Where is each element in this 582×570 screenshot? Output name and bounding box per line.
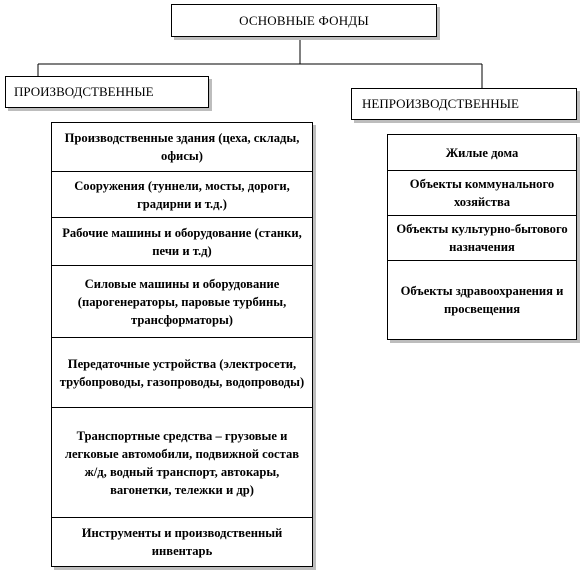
nonproduction-category-label: НЕПРОИЗВОДСТВЕННЫЕ <box>362 96 519 111</box>
nonproduction-items-list: Жилые дома Объекты коммунального хозяйст… <box>387 134 577 340</box>
production-category: ПРОИЗВОДСТВЕННЫЕ <box>5 76 209 108</box>
production-category-label: ПРОИЗВОДСТВЕННЫЕ <box>14 84 154 99</box>
root-node-label: ОСНОВНЫЕ ФОНДЫ <box>239 12 369 28</box>
nonproduction-item: Объекты здравоохранения и просвещения <box>388 261 576 339</box>
nonproduction-item-text: Объекты коммунального хозяйства <box>409 177 555 209</box>
production-item: Рабочие машины и оборудование (станки, п… <box>52 218 312 266</box>
production-item-text: Инструменты и производственный инвентарь <box>81 526 283 558</box>
production-item: Передаточные устройства (электросети, тр… <box>52 338 312 408</box>
nonproduction-item: Объекты коммунального хозяйства <box>388 171 576 216</box>
root-node: ОСНОВНЫЕ ФОНДЫ <box>171 4 437 37</box>
nonproduction-item-text: Жилые дома <box>445 145 519 160</box>
production-item: Силовые машины и оборудование (парогенер… <box>52 266 312 338</box>
production-items-list: Производственные здания (цеха, склады, о… <box>51 122 313 567</box>
production-item: Сооружения (туннели, мосты, дороги, град… <box>52 172 312 218</box>
production-item: Транспортные средства – грузовые и легко… <box>52 408 312 518</box>
production-item-text: Передаточные устройства (электросети, тр… <box>59 356 305 389</box>
production-item-text: Рабочие машины и оборудование (станки, п… <box>62 225 302 258</box>
nonproduction-item: Жилые дома <box>388 135 576 171</box>
nonproduction-item: Объекты культурно-бытового назначения <box>388 216 576 261</box>
production-item: Инструменты и производственный инвентарь <box>52 518 312 566</box>
production-item: Производственные здания (цеха, склады, о… <box>52 123 312 172</box>
production-item-text: Силовые машины и оборудование (парогенер… <box>77 276 287 327</box>
production-item-text: Сооружения (туннели, мосты, дороги, град… <box>74 178 290 211</box>
production-item-text: Производственные здания (цеха, склады, о… <box>64 131 300 163</box>
production-item-text: Транспортные средства – грузовые и легко… <box>64 428 300 497</box>
nonproduction-item-text: Объекты здравоохранения и просвещения <box>400 284 564 316</box>
nonproduction-category: НЕПРОИЗВОДСТВЕННЫЕ <box>351 88 577 120</box>
nonproduction-item-text: Объекты культурно-бытового назначения <box>396 222 568 254</box>
